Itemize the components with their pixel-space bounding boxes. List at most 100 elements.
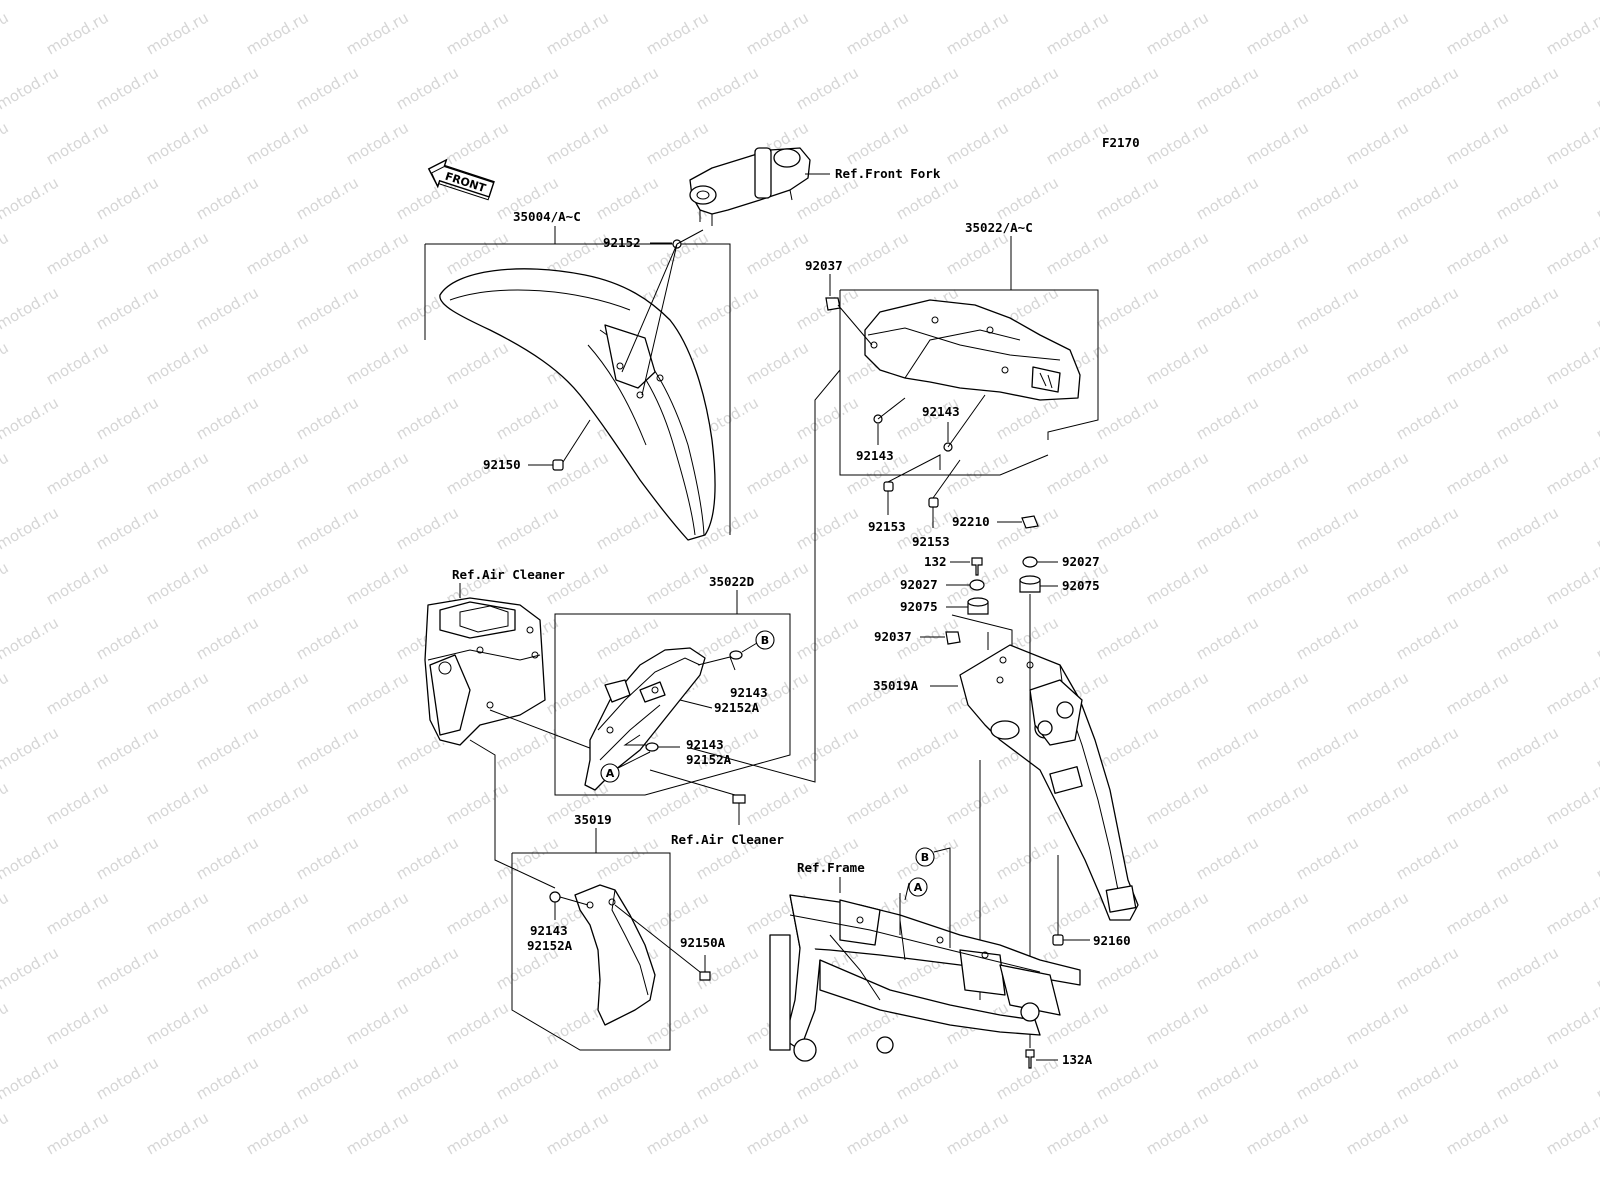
- watermark-text: motod.ru: [893, 0, 962, 3]
- watermark-text: motod.ru: [0, 888, 12, 938]
- ref-frame: Ref.Frame: [797, 860, 865, 875]
- watermark-text: motod.ru: [343, 1108, 412, 1158]
- watermark-text: motod.ru: [1343, 448, 1412, 498]
- watermark-text: motod.ru: [493, 63, 562, 113]
- watermark-text: motod.ru: [993, 173, 1062, 223]
- watermark-text: motod.ru: [1243, 118, 1312, 168]
- bolt-92150a-icon: [699, 971, 711, 981]
- callout-92027-right: 92027: [1062, 554, 1100, 569]
- watermark-text: motod.ru: [143, 448, 212, 498]
- washer-92143-flap-icon: [729, 650, 743, 660]
- watermark-text: motod.ru: [693, 943, 762, 993]
- watermark-text: motod.ru: [1593, 0, 1600, 3]
- watermark-text: motod.ru: [1243, 558, 1312, 608]
- watermark-text: motod.ru: [243, 448, 312, 498]
- watermark-text: motod.ru: [843, 668, 912, 718]
- watermark-text: motod.ru: [1493, 173, 1562, 223]
- frame: [769, 894, 1081, 1062]
- watermark-text: motod.ru: [1343, 778, 1412, 828]
- watermark-text: motod.ru: [0, 283, 62, 333]
- bolt-92160-icon: [1052, 934, 1064, 946]
- watermark-text: motod.ru: [1243, 1108, 1312, 1158]
- watermark-text: motod.ru: [1243, 448, 1312, 498]
- watermark-text: motod.ru: [1343, 8, 1412, 58]
- callout-92152a-flap-b: 92152A: [686, 752, 732, 767]
- watermark-text: motod.ru: [1293, 173, 1362, 223]
- callout-132a: 132A: [1062, 1052, 1093, 1067]
- watermark-text: motod.ru: [1393, 283, 1462, 333]
- watermark-text: motod.ru: [543, 448, 612, 498]
- watermark-text: motod.ru: [1393, 943, 1462, 993]
- watermark-text: motod.ru: [0, 173, 62, 223]
- watermark-text: motod.ru: [943, 778, 1012, 828]
- watermark-text: motod.ru: [993, 0, 1062, 3]
- watermark-text: motod.ru: [393, 503, 462, 553]
- label-rear-fender-inner: 35019A: [873, 678, 919, 693]
- watermark-text: motod.ru: [1593, 283, 1600, 333]
- watermark-text: motod.ru: [43, 448, 112, 498]
- callout-92210: 92210: [952, 514, 990, 529]
- watermark-text: motod.ru: [943, 448, 1012, 498]
- watermark-text: motod.ru: [843, 8, 912, 58]
- watermark-text: motod.ru: [1543, 228, 1600, 278]
- callout-132: 132: [924, 554, 947, 569]
- watermark-text: motod.ru: [293, 833, 362, 883]
- watermark-text: motod.ru: [393, 833, 462, 883]
- watermark-text: motod.ru: [1193, 833, 1262, 883]
- watermark-text: motod.ru: [943, 228, 1012, 278]
- watermark-text: motod.ru: [443, 1108, 512, 1158]
- watermark-text: motod.ru: [0, 1108, 12, 1158]
- watermark-text: motod.ru: [793, 393, 862, 443]
- watermark-text: motod.ru: [0, 833, 62, 883]
- bolt-92150-icon: [552, 459, 564, 471]
- washer-92027l-icon: [969, 579, 985, 591]
- watermark-text: motod.ru: [143, 118, 212, 168]
- watermark-text: motod.ru: [643, 998, 712, 1048]
- watermark-text: motod.ru: [443, 888, 512, 938]
- watermark-text: motod.ru: [943, 118, 1012, 168]
- watermark-text: motod.ru: [0, 998, 12, 1048]
- watermark-text: motod.ru: [543, 118, 612, 168]
- bolt-92153b-icon: [928, 497, 939, 508]
- watermark-text: motod.ru: [1193, 503, 1262, 553]
- watermark-text: motod.ru: [293, 943, 362, 993]
- watermark-text: motod.ru: [893, 1053, 962, 1103]
- watermark-text: motod.ru: [343, 558, 412, 608]
- marker-b-frame: B: [921, 851, 929, 864]
- watermark-text: motod.ru: [143, 558, 212, 608]
- watermark-text: motod.ru: [243, 118, 312, 168]
- watermark-text: motod.ru: [43, 998, 112, 1048]
- watermark-text: motod.ru: [1443, 778, 1512, 828]
- watermark-text: motod.ru: [393, 943, 462, 993]
- watermark-text: motod.ru: [93, 393, 162, 443]
- watermark-text: motod.ru: [1443, 888, 1512, 938]
- watermark-text: motod.ru: [1593, 833, 1600, 883]
- watermark-text: motod.ru: [43, 668, 112, 718]
- ref-air-cleaner-bottom: Ref.Air Cleaner: [671, 832, 784, 847]
- watermark-text: motod.ru: [0, 613, 62, 663]
- watermark-text: motod.ru: [393, 63, 462, 113]
- watermark-text: motod.ru: [1143, 668, 1212, 718]
- watermark-text: motod.ru: [1543, 448, 1600, 498]
- callout-92037-lower: 92037: [874, 629, 912, 644]
- watermark-text: motod.ru: [1593, 723, 1600, 773]
- watermark-text: motod.ru: [43, 8, 112, 58]
- watermark-text: motod.ru: [0, 1053, 62, 1103]
- watermark-text: motod.ru: [143, 8, 212, 58]
- watermark-text: motod.ru: [943, 1108, 1012, 1158]
- watermark-text: motod.ru: [1443, 338, 1512, 388]
- watermark-text: motod.ru: [243, 888, 312, 938]
- watermark-text: motod.ru: [443, 118, 512, 168]
- watermark-text: motod.ru: [1493, 833, 1562, 883]
- watermark-text: motod.ru: [293, 173, 362, 223]
- watermark-text: motod.ru: [1593, 393, 1600, 443]
- callout-92075-left: 92075: [900, 599, 938, 614]
- watermark-text: motod.ru: [343, 228, 412, 278]
- washer-92027r-icon: [1022, 556, 1038, 568]
- watermark-text: motod.ru: [1593, 63, 1600, 113]
- watermark-text: motod.ru: [43, 118, 112, 168]
- watermark-text: motod.ru: [1243, 228, 1312, 278]
- watermark-text: motod.ru: [1093, 613, 1162, 663]
- watermark-text: motod.ru: [143, 338, 212, 388]
